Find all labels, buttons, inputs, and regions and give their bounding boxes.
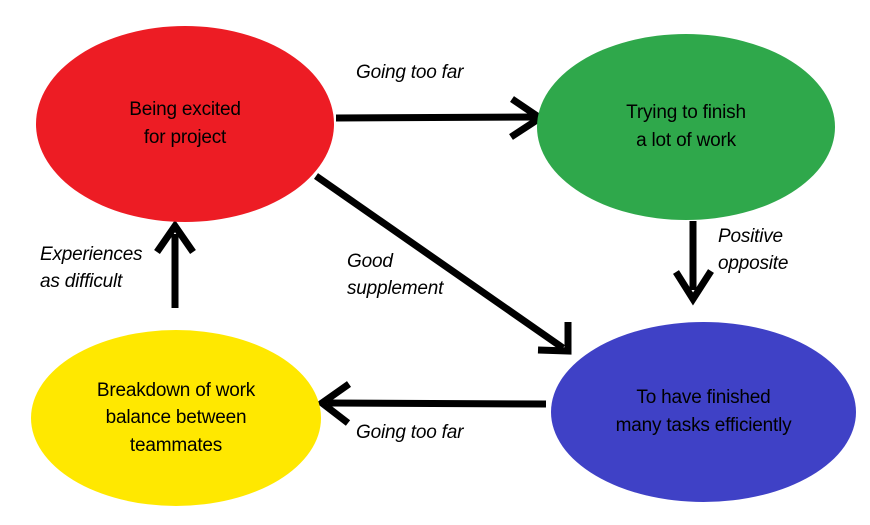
edge-label-trying-to-finished: Positive opposite: [718, 226, 789, 274]
node-to-have-finished-many-tasks-efficiently[interactable]: To have finished many tasks efficiently: [551, 322, 856, 502]
edge-finished-to-breakdown: [316, 381, 547, 426]
node-label: To have finished many tasks efficiently: [615, 387, 792, 436]
node-label: Trying to finish a lot of work: [626, 102, 746, 151]
node-label: Breakdown of work balance between teamma…: [96, 379, 256, 456]
node-label: Being excited for project: [129, 99, 241, 148]
edge-breakdown-to-excited: [154, 219, 196, 308]
edge-trying-to-finished: [673, 221, 714, 306]
edge-label-breakdown-to-excited: Experiences as difficult: [40, 244, 143, 292]
edge-excited-to-trying: [335, 96, 547, 140]
edge-label-excited-to-trying: Going too far: [356, 62, 464, 83]
node-breakdown-of-work-balance-between-teammates[interactable]: Breakdown of work balance between teamma…: [31, 330, 321, 506]
edge-label-excited-to-finished: Good supplement: [347, 251, 444, 299]
edge-label-finished-to-breakdown: Going too far: [356, 422, 464, 443]
node-being-excited-for-project[interactable]: Being excited for project: [36, 26, 334, 222]
node-trying-to-finish-a-lot-of-work[interactable]: Trying to finish a lot of work: [537, 34, 835, 220]
